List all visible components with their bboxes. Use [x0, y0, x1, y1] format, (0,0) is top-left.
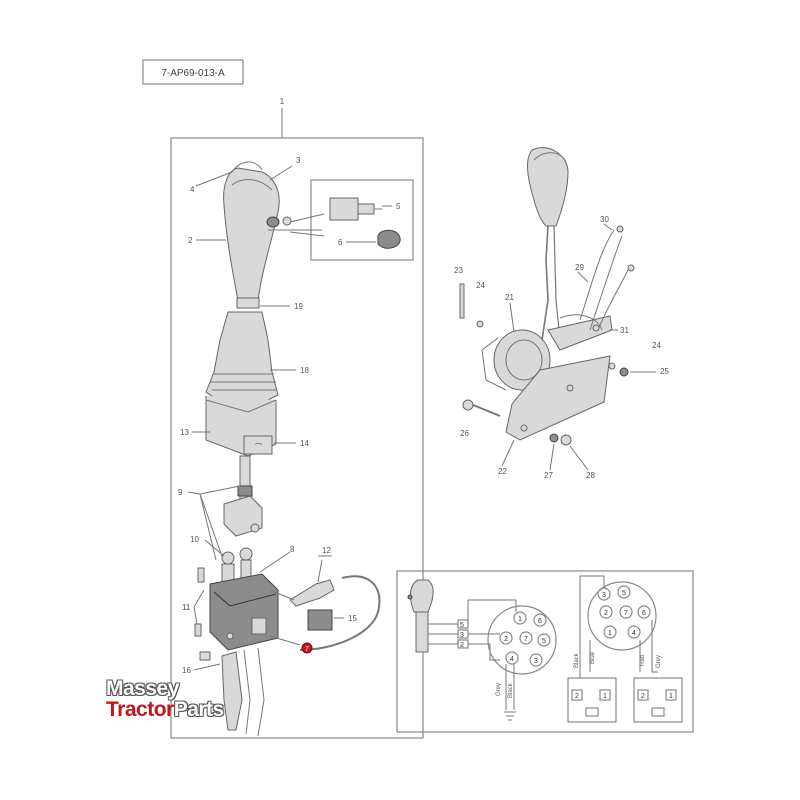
washer-27 — [549, 433, 559, 443]
callout-2: 2 — [188, 236, 193, 245]
callout-8: 8 — [290, 545, 295, 554]
callout-28: 28 — [586, 471, 595, 480]
callout-24b: 24 — [652, 341, 661, 350]
spring-pin-lower — [194, 623, 202, 637]
wire-label-black-right: Black — [574, 652, 580, 668]
schematic-knob — [410, 579, 434, 653]
callout-13: 13 — [180, 428, 189, 437]
lower-switch-assembly — [209, 547, 279, 651]
svg-text:7: 7 — [624, 610, 628, 617]
svg-text:4: 4 — [632, 630, 636, 637]
callout-9: 9 — [178, 488, 183, 497]
svg-text:5: 5 — [460, 622, 464, 629]
ground-symbol — [504, 711, 516, 721]
bolt-23 — [459, 283, 465, 319]
massey-tractor-parts-logo: Massey TractorParts — [106, 678, 266, 721]
svg-text:5: 5 — [542, 638, 546, 645]
rubber-boot: ⌒ — [205, 311, 279, 457]
svg-text:2: 2 — [460, 642, 464, 649]
callout-7: 7 — [305, 646, 309, 653]
svg-text:7: 7 — [524, 636, 528, 643]
left-connector: 1 6 2 7 5 4 3 — [487, 605, 557, 675]
callout-5: 5 — [396, 202, 401, 211]
switch-inset-frame — [310, 179, 414, 261]
callout-10: 10 — [190, 535, 199, 544]
callout-14: 14 — [300, 439, 309, 448]
wiring-loom — [579, 225, 635, 332]
callout-11: 11 — [182, 603, 191, 612]
svg-text:3: 3 — [534, 658, 538, 665]
callout-15: 15 — [348, 614, 357, 623]
callout-29: 29 — [575, 263, 584, 272]
callout-21: 21 — [505, 293, 514, 302]
svg-text:6: 6 — [538, 618, 542, 625]
callout-4: 4 — [190, 185, 195, 194]
callout-26: 26 — [460, 429, 469, 438]
relay-left: 2 1 — [567, 677, 617, 723]
svg-text:1: 1 — [603, 693, 607, 700]
svg-text:2: 2 — [504, 636, 508, 643]
left-terminal-strip: 5 3 2 — [457, 619, 469, 649]
callout-12: 12 — [322, 546, 331, 555]
svg-text:2: 2 — [575, 693, 579, 700]
reference-code: 7-AP69-013-A — [161, 68, 225, 79]
callout-18: 18 — [300, 366, 309, 375]
bolt-26 — [462, 399, 474, 411]
svg-text:1: 1 — [608, 630, 612, 637]
callout-19: 19 — [294, 302, 303, 311]
wire-label-grey-right: Grey — [656, 655, 662, 668]
svg-text:2: 2 — [641, 693, 645, 700]
wire-label-red: Red — [640, 655, 646, 666]
right-connector: 3 5 2 7 6 1 4 — [587, 581, 657, 651]
svg-text:5: 5 — [622, 590, 626, 597]
logo-word-parts: Parts — [173, 698, 225, 721]
wire-label-black-left: Black — [508, 682, 514, 698]
callout-6: 6 — [338, 238, 343, 247]
callout-1: 1 — [280, 97, 285, 106]
wire-label-grey-left: Grey — [496, 683, 502, 696]
connector-plug — [307, 609, 333, 631]
svg-text:4: 4 — [510, 656, 514, 663]
main-assembly-frame — [170, 137, 424, 739]
logo-line-1: Massey — [106, 677, 179, 700]
svg-text:3: 3 — [602, 592, 606, 599]
relay-right: 2 1 — [633, 677, 683, 723]
reference-code-box — [142, 59, 244, 85]
callout-27: 27 — [544, 471, 553, 480]
spring-pin-upper — [197, 567, 205, 583]
shaft-and-base — [223, 455, 263, 537]
svg-text:1: 1 — [518, 616, 522, 623]
svg-text:1: 1 — [669, 693, 673, 700]
callout-16: 16 — [182, 666, 191, 675]
lower-linkage — [199, 647, 265, 737]
cable-connector — [269, 575, 381, 651]
alternate-knob-assembly — [481, 147, 613, 441]
wire-label-blue: Blue — [590, 651, 596, 664]
callout-25: 25 — [660, 367, 669, 376]
svg-text:2: 2 — [604, 610, 608, 617]
callout-24a: 24 — [476, 281, 485, 290]
callout-30: 30 — [600, 215, 609, 224]
svg-text:3: 3 — [460, 632, 464, 639]
callout-23: 23 — [454, 266, 463, 275]
callout-22: 22 — [498, 467, 507, 476]
joystick-knob — [223, 161, 292, 309]
nut-28 — [560, 434, 572, 446]
callout-7-marker — [301, 642, 313, 654]
svg-text:6: 6 — [642, 610, 646, 617]
logo-word-tractor: Tractor — [106, 698, 174, 721]
callout-31: 31 — [620, 326, 629, 335]
callout-3: 3 — [296, 156, 301, 165]
push-switch — [329, 197, 382, 221]
wiring-schematic-frame — [396, 570, 694, 733]
nut-25 — [619, 367, 629, 377]
logo-line-2: TractorParts — [106, 699, 266, 721]
switch-cap — [377, 229, 401, 249]
boot-mark: ⌒ — [255, 443, 262, 451]
